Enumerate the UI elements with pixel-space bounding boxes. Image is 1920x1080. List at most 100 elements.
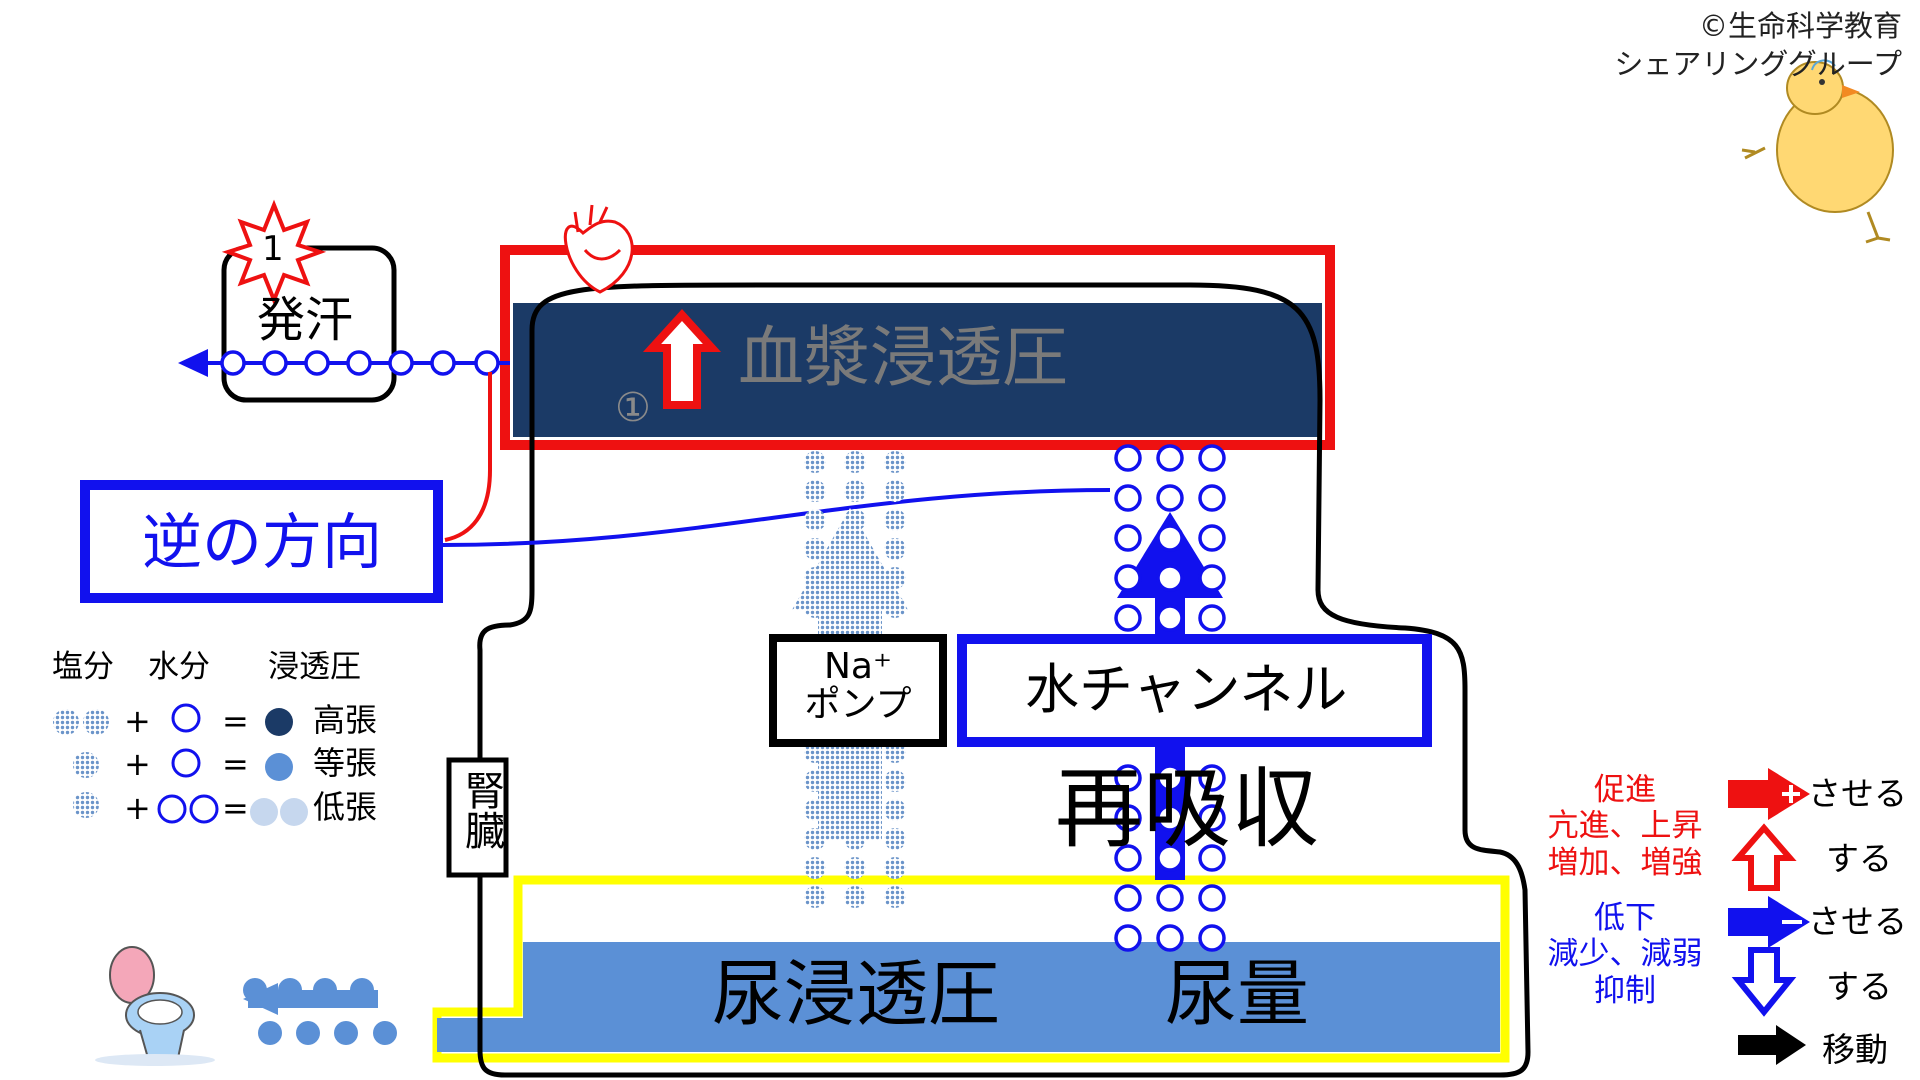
plasma-marker: ① [615, 385, 651, 431]
water-particle [1156, 604, 1184, 632]
salt-particle [884, 538, 906, 560]
na-pump-line1: Na⁺ [824, 646, 892, 687]
salt-particle [884, 828, 906, 850]
kidney-label-box [446, 757, 509, 878]
legend-move-label: 移動 [1822, 1030, 1888, 1069]
salt-particle [844, 857, 866, 879]
legend-header-water: 水分 [148, 649, 210, 685]
legend-promote-words2: 増加、増強 [1547, 844, 1703, 881]
water-particle [1198, 604, 1226, 632]
legend-reduce-words2: 抑制 [1594, 972, 1656, 1009]
plasma-fill [513, 303, 1322, 437]
water-particle [1156, 524, 1184, 552]
salt-particle [844, 451, 866, 473]
kidney-label: 腎臓 [458, 770, 504, 850]
na-pump-line2: ポンプ [804, 683, 912, 725]
water-particle [1114, 764, 1142, 792]
water-particle [1198, 444, 1226, 472]
water-particle [1114, 844, 1142, 872]
legend-reduce-self: する [1826, 967, 1892, 1006]
water-particle [1156, 564, 1184, 592]
chick-icon [1741, 59, 1894, 244]
salt-particle [804, 857, 826, 879]
water-particle [1114, 524, 1142, 552]
legend-promote-label: 促進 [1594, 772, 1656, 808]
salt-particle [804, 886, 826, 908]
legend-reduce-words1: 減少、減弱 [1547, 936, 1703, 973]
water-particle [1156, 884, 1184, 912]
kidney-outline [477, 282, 1531, 1078]
water-particle [1198, 924, 1226, 952]
water-particle [1198, 844, 1226, 872]
legend-reduce-label: 低下 [1594, 900, 1656, 936]
legend-row-iso: 等張 [313, 744, 378, 782]
water-particle [1156, 484, 1184, 512]
salt-particle [884, 799, 906, 821]
salt-particle [884, 857, 906, 879]
na-pump-label: Na⁺ ポンプ [780, 648, 936, 724]
salt-particle [804, 451, 826, 473]
legend-osmotic-marks [53, 703, 308, 826]
salt-particle [884, 451, 906, 473]
legend-equals-1: = [222, 702, 249, 740]
water-arrow-head-icon [1117, 512, 1223, 598]
legend-promote-cause: させる [1808, 774, 1907, 813]
legend-reduce-cause: させる [1808, 902, 1907, 941]
water-channel-label: 水チャンネル [1025, 658, 1348, 721]
water-particle [1198, 564, 1226, 592]
water-particle [1156, 844, 1184, 872]
water-particle [1114, 884, 1142, 912]
salt-particle [804, 509, 826, 531]
salt-particle [844, 480, 866, 502]
salt-particle [884, 480, 906, 502]
blue-connector-line [442, 488, 1111, 547]
legend-equals-2: = [222, 745, 249, 783]
water-particle [1198, 524, 1226, 552]
water-particle [1198, 884, 1226, 912]
water-channel-box [957, 634, 1432, 747]
salt-particle [804, 538, 826, 560]
salt-particle [804, 480, 826, 502]
legend-row-low: 低張 [313, 788, 378, 826]
water-particle [1156, 804, 1184, 832]
sweat-water-circles [220, 350, 500, 376]
na-pump-box [769, 634, 947, 747]
legend-promote-self: する [1826, 839, 1892, 878]
urine-fill [523, 942, 1500, 1052]
water-particle [1156, 764, 1184, 792]
plasma-osmotic-label: 血漿浸透圧 [738, 319, 1068, 396]
water-particle [1114, 444, 1142, 472]
credit-line2: シェアリンググループ [1614, 47, 1902, 81]
urine-osmotic-label: 尿浸透圧 [712, 952, 1001, 1036]
water-particle [1198, 484, 1226, 512]
water-particle [1114, 804, 1142, 832]
water-particle [1114, 924, 1142, 952]
heart-icon [563, 204, 634, 294]
salt-particle [884, 886, 906, 908]
legend-promote-text: 促進 亢進、上昇 増加、増強 [1530, 772, 1720, 881]
starburst-badge-icon [221, 199, 327, 306]
legend-arrow-marks [1728, 768, 1810, 1065]
legend-header-osmotic: 浸透圧 [268, 649, 361, 685]
salt-particle [844, 886, 866, 908]
reverse-direction-box [80, 480, 443, 603]
reverse-direction-label: 逆の方向 [142, 508, 382, 578]
water-particle [1114, 484, 1142, 512]
salt-particle [884, 509, 906, 531]
legend-promote-words1: 亢進、上昇 [1547, 808, 1703, 845]
water-particle [1198, 804, 1226, 832]
red-connector-line [444, 372, 492, 542]
legend-plus-3: + [124, 789, 151, 827]
urine-outflow-particles [243, 978, 397, 1045]
water-particle [1156, 924, 1184, 952]
legend-equals-3: = [222, 789, 249, 827]
credit-line1: ©生命科学教育 [1698, 9, 1902, 43]
water-particle [1198, 764, 1226, 792]
urine-volume-label: 尿量 [1165, 952, 1310, 1036]
water-particle [1114, 604, 1142, 632]
water-particle [1156, 444, 1184, 472]
legend-plus-1: + [124, 702, 151, 740]
badge-number: 1 [262, 229, 284, 269]
water-particles [1114, 444, 1226, 952]
